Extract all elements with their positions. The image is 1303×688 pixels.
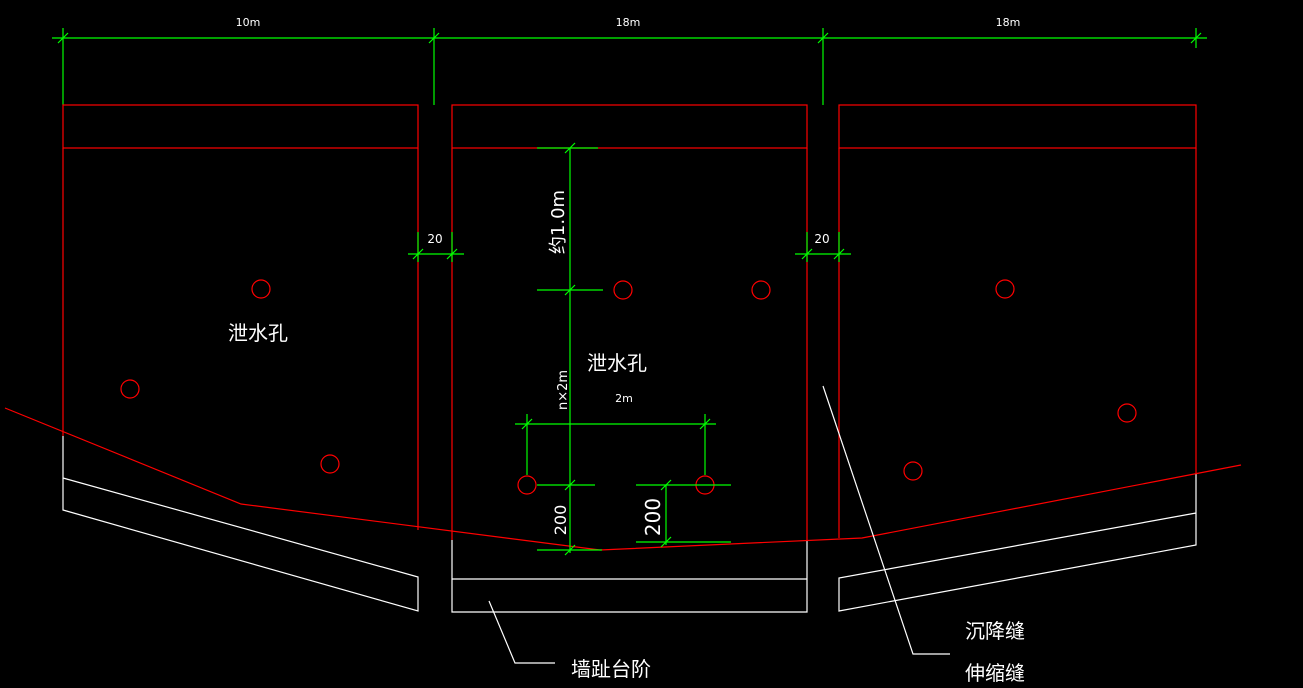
left-footing — [62, 436, 419, 612]
drain-hole — [120, 379, 140, 399]
drain-hole — [320, 454, 340, 474]
top-dimension: 10m 18m 18m — [52, 16, 1207, 105]
drain-hole — [613, 280, 633, 300]
drain-hole — [251, 279, 271, 299]
vertical-dimension-chain: 约1.0m n×2m 200 — [537, 142, 603, 556]
dim-200-left: 200 — [551, 505, 570, 536]
left-wall-segment: 泄水孔 — [62, 104, 419, 612]
middle-wall-segment: 泄水孔 — [451, 104, 808, 613]
drain-hole-label-left: 泄水孔 — [228, 321, 288, 345]
dim-approx-1m: 约1.0m — [548, 190, 569, 254]
expansion-joint-label: 伸缩缝 — [965, 661, 1025, 685]
ground-line — [4, 407, 1242, 551]
right-footing — [838, 474, 1197, 612]
joint-leader: 沉降缝 伸缩缝 — [822, 385, 1025, 685]
drain-hole — [903, 461, 923, 481]
top-dim-3: 18m — [996, 16, 1021, 29]
drain-hole — [995, 279, 1015, 299]
top-dim-1: 10m — [236, 16, 261, 29]
gap-dimension-left: 20 — [408, 232, 464, 262]
vertical-dimension-200-right: 200 — [636, 479, 731, 548]
right-wall-segment — [838, 104, 1197, 612]
drain-hole — [751, 280, 771, 300]
drain-hole-label-center: 泄水孔 — [587, 351, 647, 375]
top-dim-2: 18m — [616, 16, 641, 29]
footing-step-label: 墙趾台阶 — [571, 657, 651, 681]
gap-dim-left: 20 — [427, 232, 442, 246]
dim-200-right: 200 — [641, 498, 665, 536]
drain-hole — [1117, 403, 1137, 423]
drain-hole — [517, 475, 537, 495]
horizontal-dimension-2m: 2m — [515, 392, 716, 475]
middle-footing — [451, 540, 808, 613]
dim-nx2m: n×2m — [556, 370, 571, 410]
footing-step-leader: 墙趾台阶 — [488, 600, 651, 681]
dim-2m: 2m — [615, 392, 633, 405]
gap-dimension-right: 20 — [795, 232, 851, 262]
gap-dim-right: 20 — [814, 232, 829, 246]
settlement-joint-label: 沉降缝 — [965, 619, 1025, 643]
